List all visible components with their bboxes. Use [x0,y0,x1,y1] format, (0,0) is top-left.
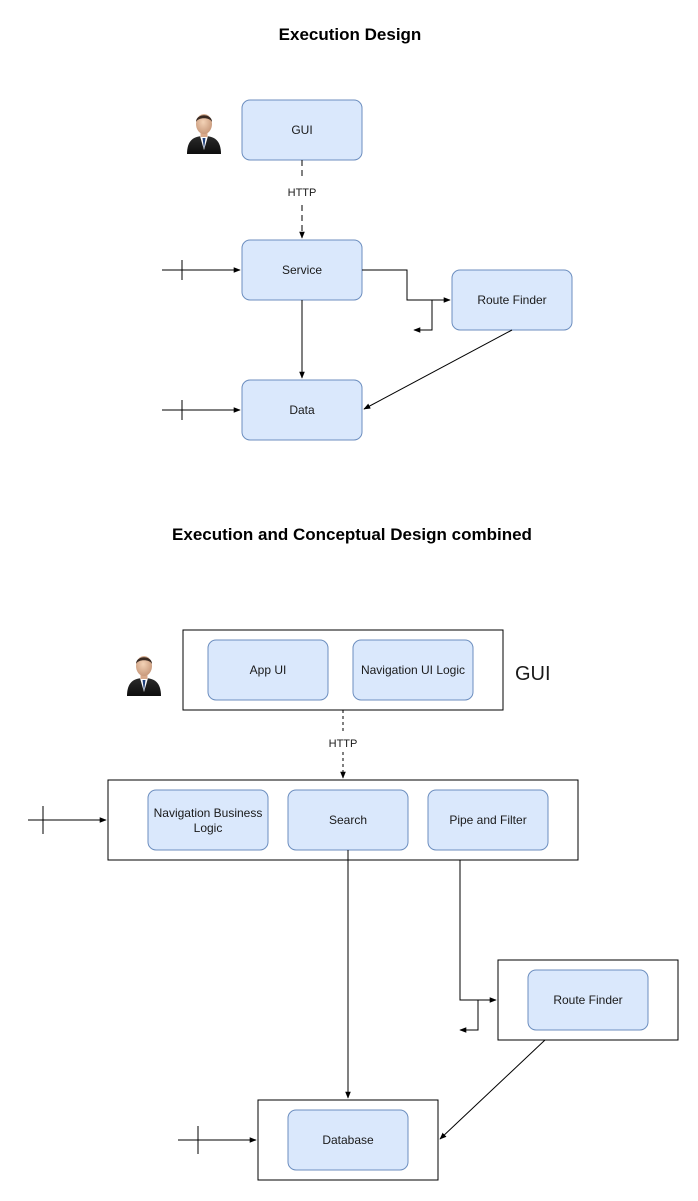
gui-group-label: GUI [515,663,551,685]
edge-route-finder-database [439,1039,546,1140]
edge-entry-service [162,260,241,280]
edge-gui-service-http: HTTP [329,710,358,779]
edge-http-label: HTTP [329,738,358,750]
node-route-finder[interactable]: Route Finder [527,969,649,1031]
section1-title: Execution Design [279,25,422,44]
node-route-finder-label: Route Finder [477,293,546,307]
section2-title: Execution and Conceptual Design combined [172,525,532,544]
node-pipe-and-filter-label: Pipe and Filter [449,813,526,827]
edge-entry-service [28,806,107,834]
edge-route-finder-data [363,329,513,410]
node-navigation-ui-logic[interactable]: Navigation UI Logic [352,639,474,701]
edge-entry-data [162,400,241,420]
node-gui[interactable]: GUI [241,99,363,161]
node-navigation-business-logic[interactable]: Navigation Business Logic [147,789,269,851]
node-gui-label: GUI [291,123,312,137]
edge-service-route-finder [362,269,451,333]
node-search[interactable]: Search [287,789,409,851]
node-app-ui[interactable]: App UI [207,639,329,701]
node-navigation-business-logic-label-line2: Logic [194,821,223,835]
node-app-ui-label: App UI [250,663,287,677]
node-data[interactable]: Data [241,379,363,441]
node-route-finder-label: Route Finder [553,993,622,1007]
node-pipe-and-filter[interactable]: Pipe and Filter [427,789,549,851]
edge-service-route-finder [459,860,497,1033]
node-route-finder[interactable]: Route Finder [451,269,573,331]
node-navigation-ui-logic-label: Navigation UI Logic [361,663,465,677]
node-data-label: Data [289,403,315,417]
node-search-label: Search [329,813,367,827]
node-service-label: Service [282,263,322,277]
edge-http-label: HTTP [288,187,317,199]
node-navigation-business-logic-label-line1: Navigation Business [154,806,263,820]
edge-entry-database [178,1126,257,1154]
node-database[interactable]: Database [287,1109,409,1171]
node-database-label: Database [322,1133,374,1147]
edge-gui-service-http: HTTP [288,160,317,239]
user-actor-icon [187,114,221,154]
node-service[interactable]: Service [241,239,363,301]
user-actor-icon [127,656,161,696]
